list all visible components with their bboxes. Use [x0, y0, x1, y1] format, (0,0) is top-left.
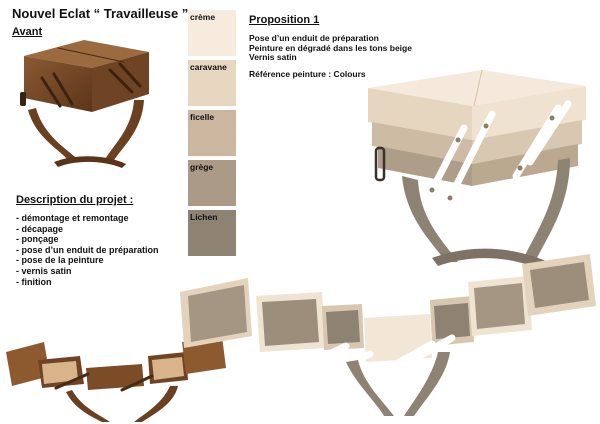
- step-item: - vernis satin: [16, 265, 72, 276]
- before-photo-open: [6, 336, 226, 422]
- step-item: - finition: [16, 276, 52, 287]
- step-item: - démontage et remontage: [16, 213, 129, 223]
- swatch-ficelle: ficelle: [188, 110, 236, 156]
- description-steps: - démontage et remontage - décapage - po…: [16, 213, 159, 287]
- paint-reference: Référence peinture : Colours: [249, 69, 366, 79]
- swatch-caravane: caravane: [188, 60, 236, 106]
- proposal-heading: Proposition 1: [249, 14, 320, 26]
- swatch-lichen: Lichen: [188, 210, 236, 256]
- proposal-line: Peinture en dégradé dans les tons beige: [249, 42, 412, 53]
- swatch-grege: grège: [188, 160, 236, 206]
- before-photo-closed: [20, 40, 149, 168]
- proposal-line: Vernis satin: [249, 52, 297, 63]
- proposal-render-closed: [368, 69, 586, 270]
- project-title: Nouvel Eclat “ Travailleuse ”: [12, 6, 189, 21]
- swatch-label: grège: [190, 162, 214, 172]
- before-label: Avant: [12, 26, 43, 38]
- swatch-label: Lichen: [190, 212, 218, 222]
- step-item: - ponçage: [16, 234, 59, 245]
- description-heading: Description du projet :: [16, 194, 134, 206]
- proposal-render-open: [180, 254, 596, 416]
- proposal-line: Pose d’un enduit de préparation: [249, 33, 379, 43]
- swatch-label: crème: [190, 12, 216, 22]
- swatch-creme: crème: [188, 10, 236, 56]
- step-item: - décapage: [16, 223, 64, 234]
- swatch-label: ficelle: [190, 112, 215, 122]
- step-item: - pose d’un enduit de préparation: [16, 244, 159, 255]
- proposal-lines: Pose d’un enduit de préparation Peinture…: [249, 33, 412, 63]
- step-item: - pose de la peinture: [16, 255, 104, 266]
- swatch-label: caravane: [190, 62, 227, 72]
